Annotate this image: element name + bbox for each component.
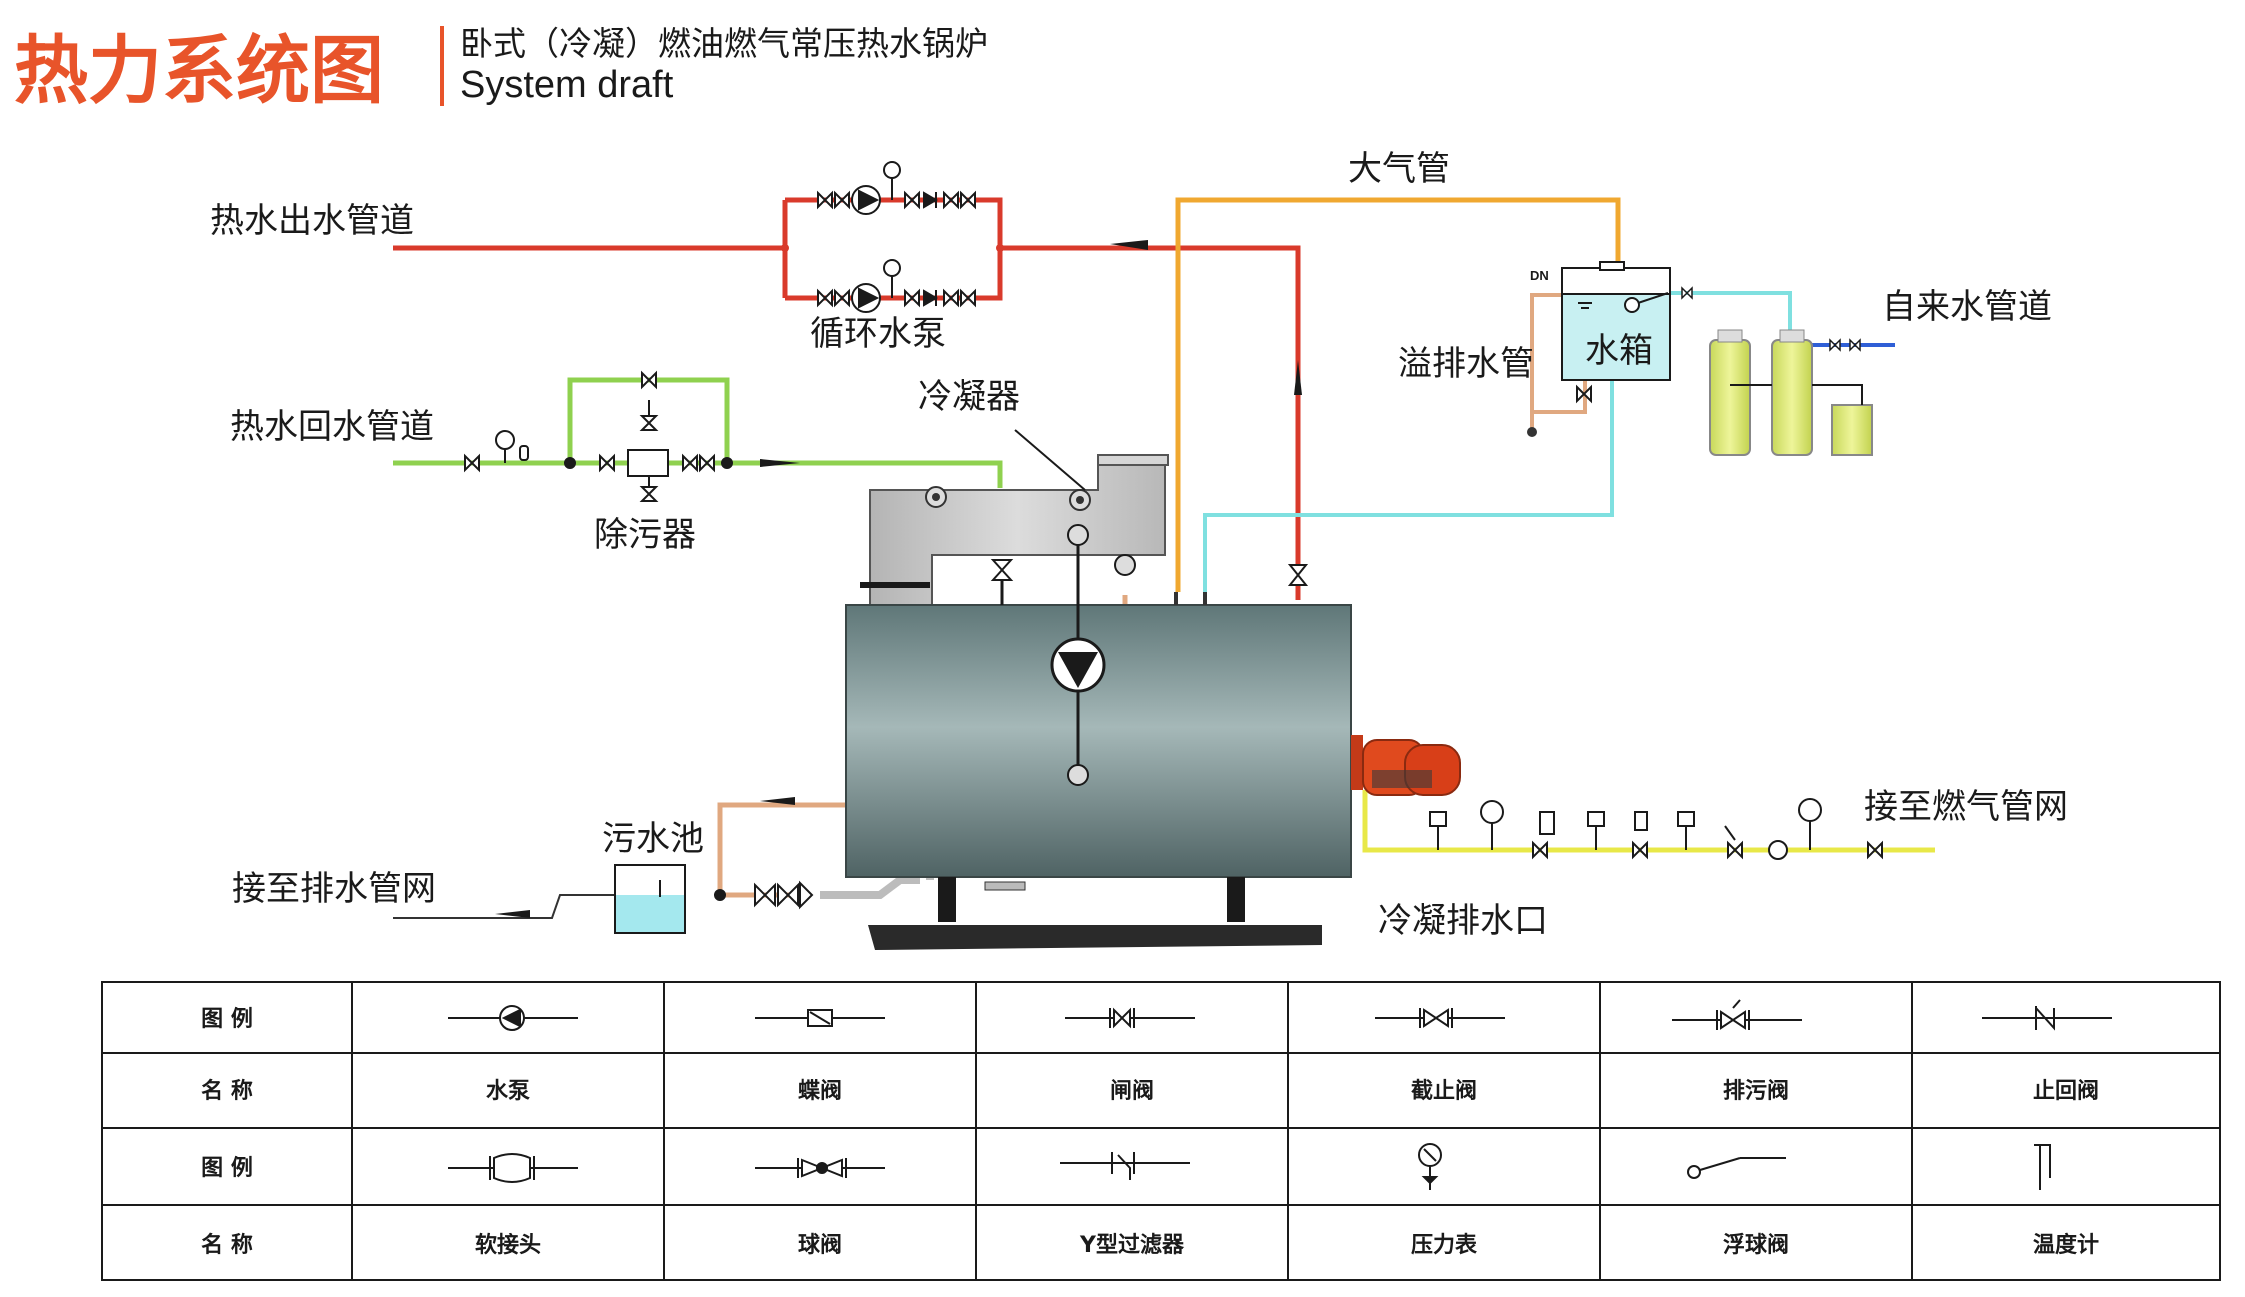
legend-header-symbol-1: 图 例	[201, 1007, 253, 1032]
flow-arrow	[495, 910, 530, 918]
label-hot-water-out: 热水出水管道	[210, 201, 414, 241]
title-subtitle: 卧式（冷凝）燃油燃气常压热水锅炉	[460, 24, 988, 63]
water-tank-label: 水箱	[1585, 331, 1653, 371]
blowdown-valve-symbol-icon	[1672, 999, 1802, 1030]
flexible-joint-symbol-icon	[448, 1153, 578, 1183]
flow-arrow	[760, 459, 800, 467]
legend-name-pressure-gauge: 压力表	[1411, 1233, 1478, 1258]
tap-water-valves	[1681, 286, 1861, 352]
pipe-junction	[996, 244, 1004, 252]
circulation-pump-upper	[817, 161, 976, 215]
label-sewage-pool: 污水池	[602, 819, 704, 859]
label-to-gas-network: 接至燃气管网	[1864, 787, 2068, 827]
title-divider	[440, 26, 444, 106]
legend-name-float-valve: 浮球阀	[1723, 1232, 1789, 1258]
thermometer-symbol-icon	[2034, 1144, 2051, 1190]
water-tank: 水箱	[1561, 261, 1671, 381]
butterfly-valve-symbol-icon	[755, 1009, 885, 1027]
legend-name-y-strainer: Y型过滤器	[1079, 1233, 1185, 1258]
ball-valve-symbol-icon	[755, 1158, 885, 1178]
legend-table: 图 例 名 称 图 例 名 称 水泵 蝶阀 闸阀 截止阀 排污阀 止回阀 软接头…	[101, 981, 2221, 1281]
label-tap-water-pipe: 自来水管道	[1882, 287, 2052, 327]
legend-name-pump: 水泵	[486, 1079, 530, 1104]
overflow-pipe	[1530, 293, 1587, 430]
y-strainer-symbol-icon	[1060, 1152, 1190, 1180]
legend-header-name-2: 名 称	[201, 1232, 253, 1258]
legend-name-blowdown-valve: 排污阀	[1723, 1079, 1789, 1104]
legend-name-thermometer: 温度计	[2033, 1232, 2099, 1258]
legend-name-butterfly-valve: 蝶阀	[798, 1079, 842, 1104]
legend-header-symbol-2: 图 例	[201, 1156, 253, 1181]
label-hot-water-return: 热水回水管道	[230, 407, 434, 447]
flow-arrow	[1110, 240, 1148, 250]
flow-arrow	[1294, 360, 1302, 395]
boiler	[845, 524, 1352, 950]
title-main: 热力系统图	[14, 28, 384, 114]
drain-valves	[714, 880, 814, 910]
atmosphere-pipe	[1175, 197, 1621, 592]
legend-name-gate-valve: 闸阀	[1110, 1079, 1154, 1104]
legend-name-flexible-joint: 软接头	[475, 1232, 541, 1258]
legend-header-name-1: 名 称	[201, 1078, 253, 1104]
overflow-end	[1527, 427, 1537, 437]
check-valve-symbol-icon	[1982, 1006, 2112, 1031]
tank-drain-valve	[1576, 384, 1592, 404]
circulation-pump-lower	[817, 259, 976, 313]
pump-symbol-icon	[448, 1005, 578, 1031]
pressure-gauge-symbol-icon	[1418, 1143, 1442, 1190]
hot-water-return-pipe	[393, 377, 1003, 488]
globe-valve-symbol-icon	[1375, 1008, 1505, 1028]
label-decontaminator: 除污器	[594, 515, 696, 555]
label-overflow-pipe: 溢排水管	[1398, 344, 1534, 384]
gas-train	[1429, 798, 1883, 860]
condenser	[860, 429, 1169, 606]
flow-arrow	[760, 797, 795, 805]
label-circulation-pump: 循环水泵	[810, 314, 946, 354]
label-condenser: 冷凝器	[918, 377, 1020, 417]
sewage-pool	[614, 864, 686, 934]
label-condensate-outlet: 冷凝排水口	[1378, 901, 1548, 941]
cold-water-pipe	[1203, 291, 1792, 592]
drain-network-line	[393, 894, 615, 919]
float-valve-symbol-icon	[1687, 1157, 1786, 1179]
burner	[1351, 735, 1461, 796]
water-softener	[1709, 329, 1873, 456]
legend-name-check-valve: 止回阀	[2033, 1079, 2099, 1104]
legend-name-ball-valve: 球阀	[798, 1233, 842, 1258]
gas-pipe	[1362, 790, 1935, 853]
label-to-drain-network: 接至排水管网	[232, 869, 436, 909]
label-atmosphere-pipe: 大气管	[1348, 149, 1450, 189]
pipe-junction	[781, 244, 789, 252]
decontaminator-assembly	[464, 370, 733, 502]
legend-name-globe-valve: 截止阀	[1411, 1079, 1477, 1104]
dn-label: DN	[1530, 268, 1549, 283]
title-english: System draft	[460, 64, 674, 106]
title-block: 热力系统图 卧式（冷凝）燃油燃气常压热水锅炉 System draft	[14, 24, 988, 114]
gate-valve-symbol-icon	[1065, 1007, 1195, 1029]
